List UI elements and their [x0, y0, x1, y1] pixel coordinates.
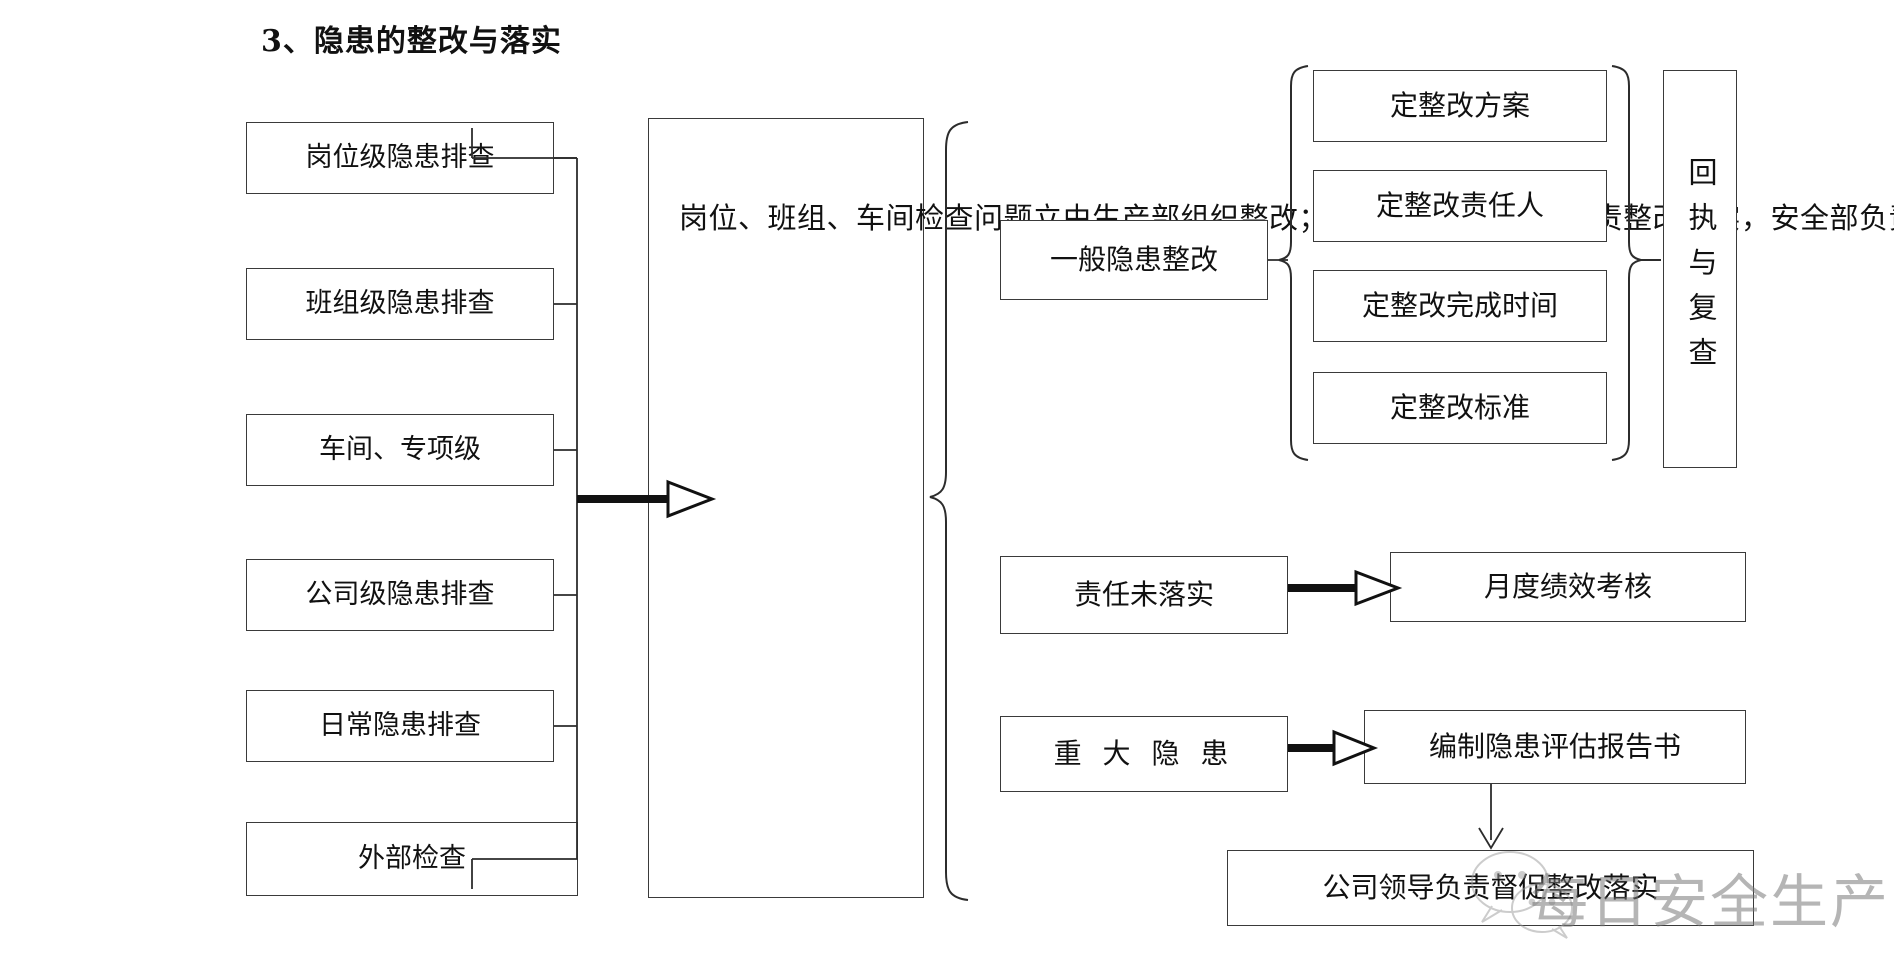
- measure-box-standard[interactable]: 定整改标准: [1313, 372, 1607, 444]
- receipt-review-label: 回执与复查: [1683, 156, 1718, 382]
- arrow-shaft-3: [1288, 744, 1340, 752]
- measure-box-completion-time[interactable]: 定整改完成时间: [1313, 270, 1607, 342]
- arrow-responsibility-to-performance: [1288, 569, 1403, 607]
- center-process-text: 岗位、班组、车间检查问题立由生产部组织整改；专项检查各专业组负责整改落实，安全部…: [679, 201, 1894, 235]
- measures-right-brace: [1611, 65, 1661, 461]
- center-right-brace: [929, 121, 969, 901]
- left-box-company-level[interactable]: 公司级隐患排查: [246, 559, 554, 631]
- arrow-report-to-leadership: [1478, 784, 1504, 850]
- measure-box-responsible-person[interactable]: 定整改责任人: [1313, 170, 1607, 242]
- watermark-text: 每日安全生产: [1530, 868, 1891, 936]
- page-title: 3、隐患的整改与落实: [261, 24, 562, 59]
- general-rectification-box[interactable]: 一般隐患整改: [1000, 220, 1268, 300]
- hazard-assessment-report-box[interactable]: 编制隐患评估报告书: [1364, 710, 1746, 784]
- left-bus-connectors: [471, 128, 578, 889]
- major-hazard-box[interactable]: 重 大 隐 患: [1000, 716, 1288, 792]
- left-box-external-inspection[interactable]: 外部检查: [246, 822, 578, 896]
- arrow-hazard-to-report: [1288, 729, 1379, 767]
- center-process-box[interactable]: 岗位、班组、车间检查问题立由生产部组织整改；专项检查各专业组负责整改落实，安全部…: [648, 118, 1894, 898]
- left-box-station-level[interactable]: 岗位级隐患排查: [246, 122, 554, 194]
- arrow-shaft-2: [1288, 584, 1362, 592]
- left-box-workshop-special-level[interactable]: 车间、专项级: [246, 414, 554, 486]
- receipt-review-box[interactable]: 回执与复查: [1663, 70, 1737, 468]
- left-box-daily-inspection[interactable]: 日常隐患排查: [246, 690, 554, 762]
- measures-left-brace: [1278, 65, 1309, 461]
- responsibility-not-implemented-box[interactable]: 责任未落实: [1000, 556, 1288, 634]
- measure-box-plan[interactable]: 定整改方案: [1313, 70, 1607, 142]
- monthly-performance-box[interactable]: 月度绩效考核: [1390, 552, 1746, 622]
- left-box-team-level[interactable]: 班组级隐患排查: [246, 268, 554, 340]
